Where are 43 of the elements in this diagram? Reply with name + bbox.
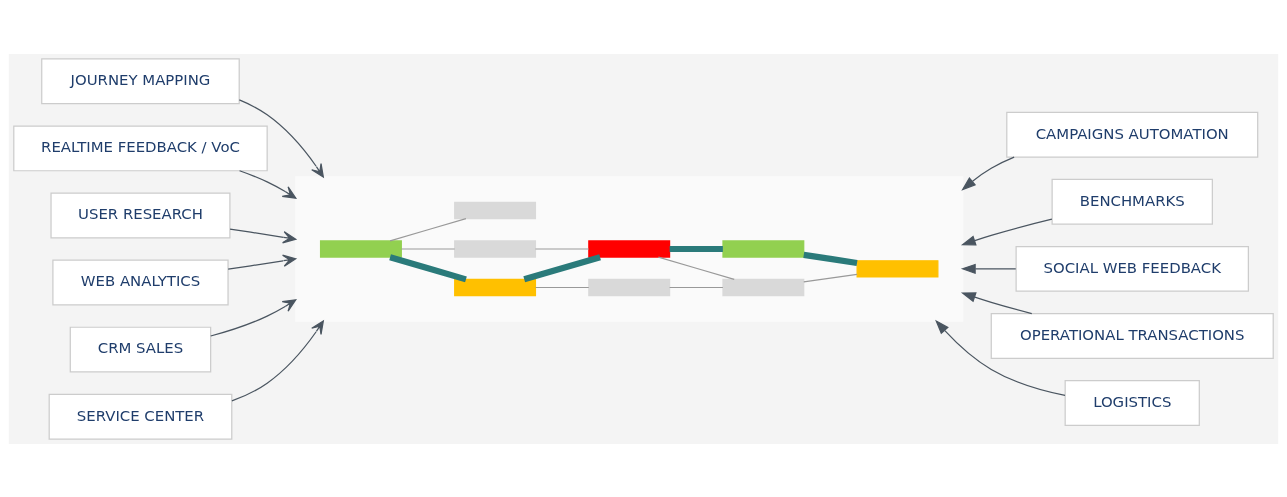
arrow (231, 319, 324, 402)
arrow (238, 169, 297, 199)
arrow (960, 218, 1053, 245)
node-bar (454, 239, 537, 258)
arrow (210, 298, 297, 337)
node-box: WEB ANALYTICS (52, 259, 229, 305)
node-bar (454, 278, 537, 296)
connector (400, 247, 456, 250)
node-bar (722, 278, 805, 296)
arrow (960, 291, 1033, 314)
node-bar (588, 278, 671, 296)
node-bar (454, 201, 537, 219)
arrow (238, 98, 324, 178)
node-bar (588, 239, 671, 258)
connector (803, 273, 858, 283)
node-box: JOURNEY MAPPING (41, 57, 240, 104)
node-bar (319, 239, 402, 258)
node-box: SERVICE CENTER (48, 393, 233, 440)
node-box: CRM SALES (69, 326, 212, 373)
connector (657, 256, 735, 280)
node-bar (722, 239, 805, 258)
cluster (295, 175, 964, 322)
connector (669, 286, 724, 288)
connector (523, 253, 601, 282)
connector (534, 286, 590, 288)
node-box: CAMPAIGNS AUTOMATION (1006, 111, 1259, 158)
node-box: BENCHMARKS (1051, 178, 1213, 225)
node-box: LOGISTICS (1064, 379, 1200, 426)
connector (803, 251, 858, 266)
arrow (960, 263, 1017, 274)
connector (389, 253, 467, 282)
connector (669, 245, 723, 252)
arrow (961, 156, 1015, 191)
node-box: OPERATIONAL TRANSACTIONS (990, 312, 1274, 359)
connector (534, 247, 590, 250)
arrow (227, 254, 297, 270)
node-box: REALTIME FEEDBACK / VoC (13, 124, 268, 171)
node-box: USER RESEARCH (50, 192, 231, 238)
node-box: SOCIAL WEB FEEDBACK (1015, 245, 1249, 292)
arrow (229, 227, 297, 243)
arrow (935, 319, 1066, 396)
node-bar (856, 259, 939, 278)
connector (389, 217, 467, 241)
